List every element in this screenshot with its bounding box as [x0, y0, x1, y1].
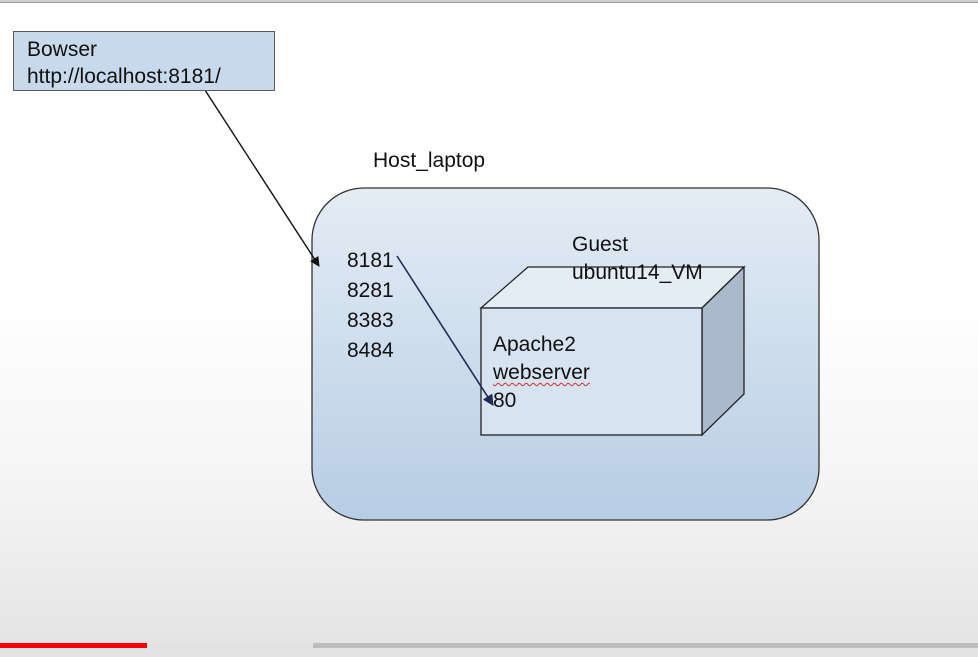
- apache-server-label: Apache2 webserver 80: [493, 331, 590, 415]
- server-type: webserver: [493, 361, 590, 384]
- video-buffered-bar: [0, 643, 313, 648]
- host-port: 8484: [347, 339, 394, 362]
- browser-to-host-arrow: [202, 86, 320, 267]
- browser-box: Bowser http://localhost:8181/: [13, 31, 275, 91]
- host-port-list: 8181 8281 8383 8484: [347, 246, 394, 366]
- video-played-bar: [0, 643, 147, 648]
- server-port: 80: [493, 389, 517, 412]
- guest-label-line1: Guest: [572, 233, 629, 256]
- browser-url: http://localhost:8181/: [27, 65, 221, 88]
- top-border-line: [0, 0, 978, 3]
- host-laptop-label: Host_laptop: [373, 149, 486, 172]
- host-port: 8383: [347, 309, 394, 332]
- port-forward-arrow: [396, 255, 494, 406]
- server-name: Apache2: [493, 333, 576, 356]
- host-port: 8281: [347, 279, 394, 302]
- video-progress-bar[interactable]: [0, 643, 978, 648]
- guest-label-line2: ubuntu14_VM: [572, 261, 703, 284]
- cube-front-face: [480, 307, 703, 436]
- browser-title: Bowser: [27, 38, 98, 61]
- guest-vm-cube: [479, 265, 746, 437]
- host-port: 8181: [347, 249, 394, 272]
- guest-vm-label: Guest ubuntu14_VM: [572, 231, 703, 287]
